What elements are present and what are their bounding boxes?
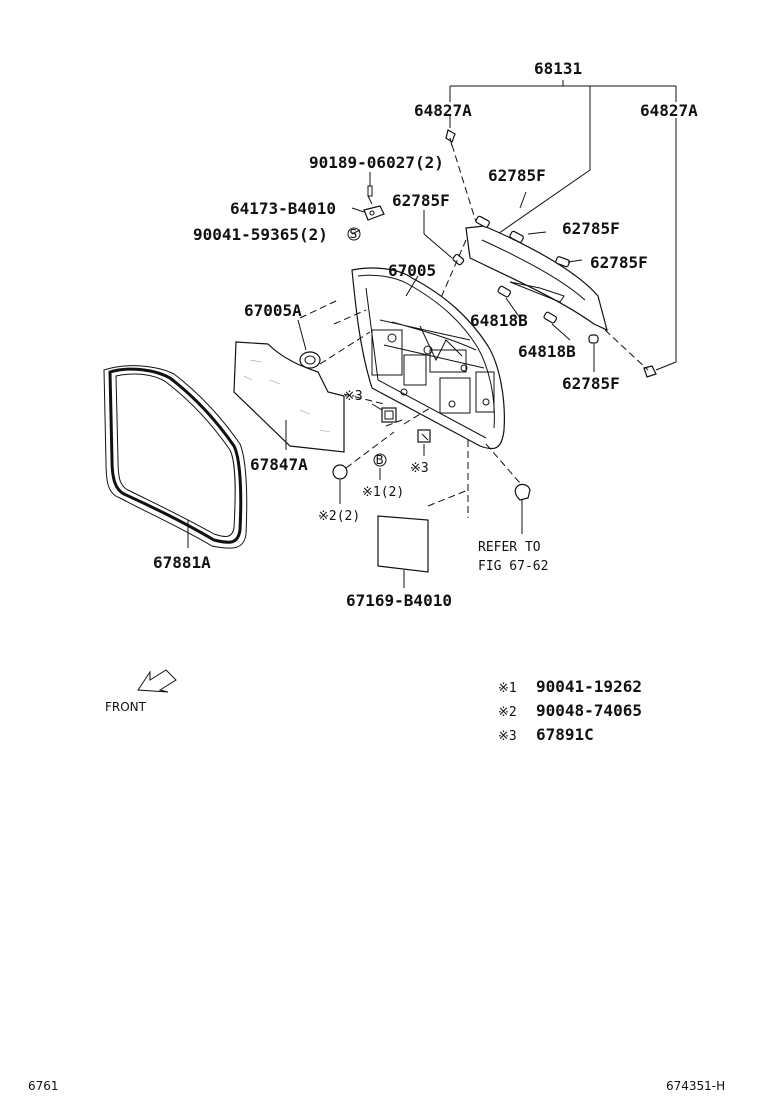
legend-mark-1: ※1	[498, 681, 517, 696]
assembly-dashes-glass	[439, 144, 649, 371]
label-62785F-mid: 62785F	[562, 219, 620, 238]
label-67005A: 67005A	[244, 301, 302, 320]
label-90189-06027: 90189-06027(2)	[309, 153, 444, 172]
front-arrow-icon	[137, 669, 177, 693]
label-67169-B4010	[377, 515, 429, 588]
label-64818B-upper: 64818B	[470, 311, 528, 330]
label-62785F-bottom: 62785F	[562, 374, 620, 393]
spacer-62785F-b	[509, 230, 524, 243]
label-67881A: 67881A	[153, 553, 211, 572]
refer-line-1: REFER TO	[478, 540, 541, 555]
leader-67005	[405, 275, 419, 297]
label-64827A-right: 64827A	[640, 101, 698, 120]
leader-64173	[351, 207, 365, 213]
back-door-glass-68131	[465, 225, 608, 332]
leader-68131	[449, 80, 677, 371]
label-62785F-right: 62785F	[590, 253, 648, 272]
label-64818B-lower: 64818B	[518, 342, 576, 361]
label-67005: 67005	[388, 261, 436, 280]
legend-part-2: 90048-74065	[536, 701, 642, 720]
label-68131: 68131	[534, 59, 582, 78]
label-67847A: 67847A	[250, 455, 308, 474]
label-mark1-qty: ※1(2)	[362, 485, 404, 500]
bumper-stop	[514, 483, 531, 534]
spacer-62785F-a	[475, 215, 490, 228]
label-90041-59365: 90041-59365(2)	[193, 225, 328, 244]
legend-mark-3: ※3	[498, 729, 517, 744]
clip-64827A-left	[445, 129, 456, 147]
bolt-b-mark: B	[376, 453, 384, 467]
bolt-s-mark: S	[350, 227, 358, 241]
plug-90048	[332, 464, 348, 504]
footer-right-code: 674351-H	[666, 1079, 725, 1093]
spacer-64818B-a	[497, 285, 512, 298]
legend-part-3: 67891C	[536, 725, 594, 744]
pad-67891C-b	[417, 429, 431, 456]
front-label: FRONT	[105, 700, 147, 714]
bolt-90041-59365: S	[347, 227, 361, 241]
label-mark3-upper: ※3	[344, 389, 363, 404]
label-67169-B4010: 67169-B4010	[346, 591, 452, 610]
spacer-62785F-group	[452, 215, 599, 344]
footer-left-code: 6761	[28, 1079, 59, 1093]
legend-part-1: 90041-19262	[536, 677, 642, 696]
label-mark2-qty: ※2(2)	[318, 509, 360, 524]
spacer-64818B-b	[543, 311, 558, 324]
label-62785F-left: 62785F	[392, 191, 450, 210]
label-62785F-top: 62785F	[488, 166, 546, 185]
hole-cover-67005A	[297, 319, 321, 369]
label-mark3-lower: ※3	[410, 461, 429, 476]
weatherstrip-67881A	[103, 365, 248, 549]
legend-mark-2: ※2	[498, 705, 517, 720]
assembly-dashes-panel	[299, 299, 527, 518]
pad-67891C-a	[371, 403, 397, 423]
leaders-62785F	[423, 191, 595, 372]
back-door-panel-67005	[351, 267, 505, 450]
legend: ※1 90041-19262 ※2 90048-74065 ※3 67891C	[498, 677, 642, 744]
spacer-62785F-c	[555, 256, 570, 268]
hinge-64173	[363, 185, 385, 221]
label-64827A-left: 64827A	[414, 101, 472, 120]
spacer-62785F-d	[452, 253, 465, 266]
refer-line-2: FIG 67-62	[478, 559, 548, 574]
label-64173-B4010: 64173-B4010	[230, 199, 336, 218]
bolt-90041-19262: B	[373, 453, 387, 480]
sheet-67847A	[233, 341, 345, 453]
spacer-62785F-e	[588, 334, 599, 344]
